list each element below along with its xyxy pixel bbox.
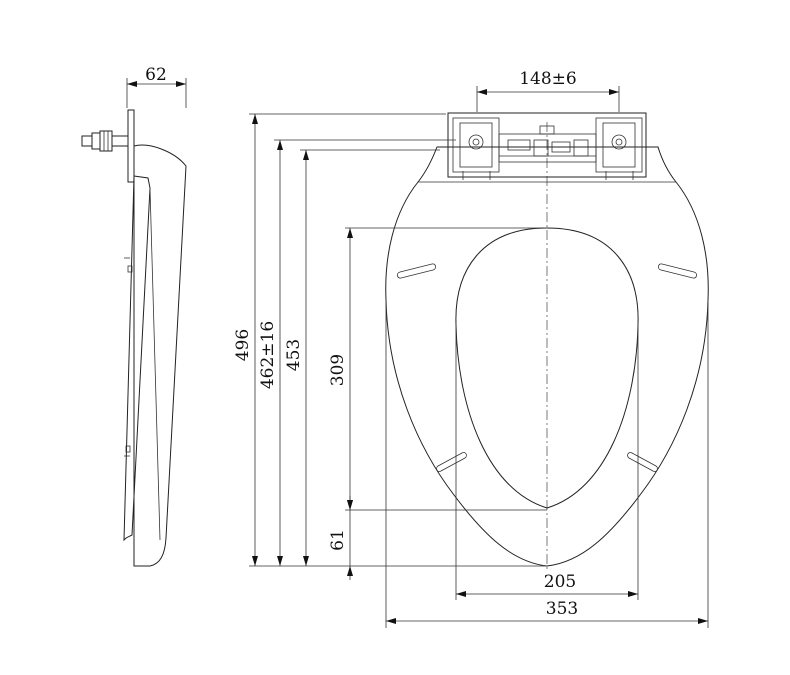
bumper-slot-top-right [658,263,697,279]
hinge-assembly [447,112,647,180]
seat-profile [123,175,151,542]
dimension-453: 453 [284,150,309,566]
hinge-bolt [81,130,129,152]
dimension-309: 309 [328,228,353,510]
dim-label-62: 62 [145,65,167,85]
dim-label-453: 453 [284,339,304,371]
dimension-148: 148±6 [476,69,620,112]
dim-label-462: 462±16 [258,321,278,389]
dim-label-496: 496 [233,329,253,361]
lid-profile [133,144,187,567]
top-view: 148±6 496 462±16 453 309 61 [233,69,709,628]
dimension-462: 462±16 [258,140,283,566]
dim-label-353: 353 [546,599,578,619]
bumper-slot-top-left [397,263,436,279]
side-view: 62 [81,65,187,567]
seat-outer-outline [385,146,709,567]
mounting-plate [127,109,135,183]
dimension-62: 62 [126,65,187,108]
dimension-61: 61 [328,496,353,580]
seat-opening [455,227,639,509]
bumper-slot-bottom-right [627,452,658,472]
dimension-205: 205 [455,320,639,600]
dim-label-148: 148±6 [519,69,577,89]
dimension-496: 496 [233,114,258,566]
dim-label-309: 309 [328,354,348,386]
dimension-353: 353 [385,300,709,628]
dim-label-61: 61 [328,529,348,551]
dim-label-205: 205 [544,572,576,592]
bumper-slot-bottom-left [436,452,467,472]
